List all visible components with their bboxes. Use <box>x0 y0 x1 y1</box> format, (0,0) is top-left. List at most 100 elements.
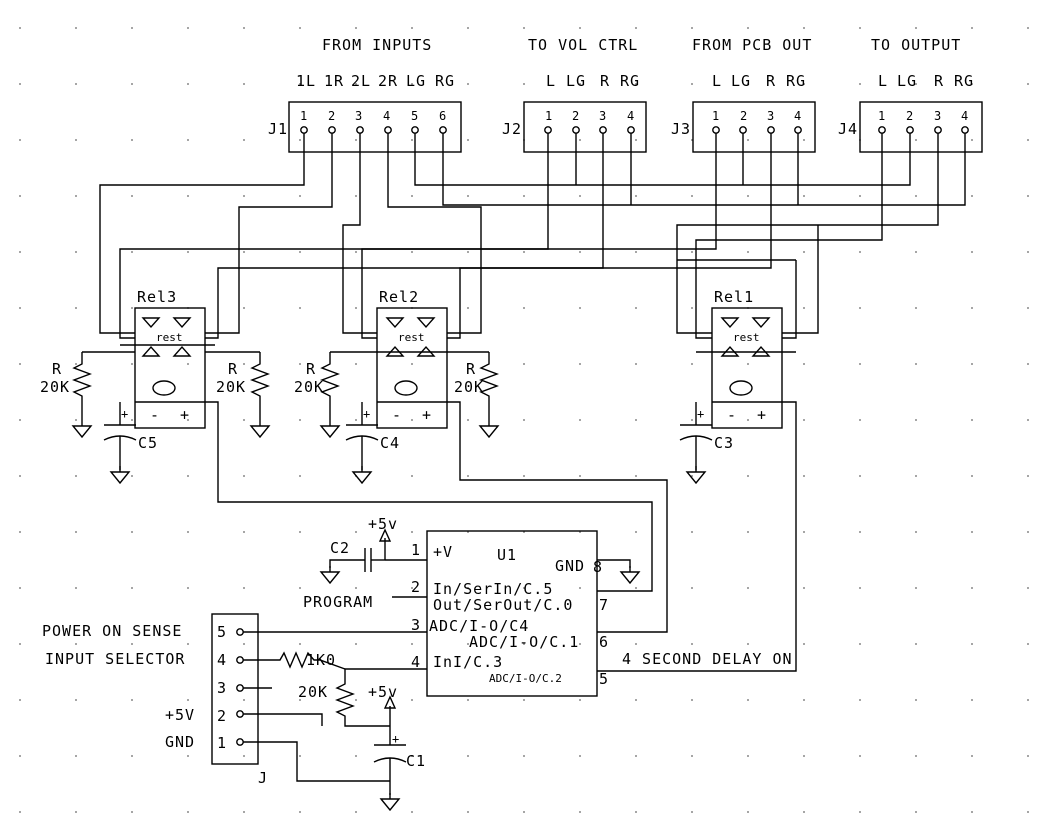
svg-text:2: 2 <box>411 578 421 596</box>
svg-text:5: 5 <box>599 670 609 688</box>
svg-text:4: 4 <box>383 109 390 123</box>
capacitor-c5: + C5 <box>103 402 158 484</box>
header-from-inputs: FROM INPUTS <box>322 36 432 54</box>
j1-signal-3: 2L <box>351 72 371 90</box>
svg-text:Out/SerOut/C.0: Out/SerOut/C.0 <box>433 596 573 614</box>
svg-text:20K: 20K <box>216 378 246 396</box>
svg-text:C1: C1 <box>406 752 426 770</box>
header-to-output: TO OUTPUT <box>871 36 961 54</box>
j4-signal-4: RG <box>954 72 974 90</box>
svg-text:-: - <box>727 406 737 424</box>
svg-text:In/SerIn/C.5: In/SerIn/C.5 <box>433 580 553 598</box>
svg-text:+: + <box>697 407 704 421</box>
svg-text:3: 3 <box>934 109 941 123</box>
label-input-selector: INPUT SELECTOR <box>45 650 185 668</box>
svg-text:3: 3 <box>217 679 227 697</box>
connector-j1: J1 1 2 3 4 5 6 <box>268 101 462 153</box>
svg-text:1: 1 <box>300 109 307 123</box>
svg-text:+5v: +5v <box>368 515 398 533</box>
wires-ic: +5v C2 PROGRAM 20K 1K0 +5v + C1 <box>242 515 640 811</box>
resistor-r-mid-a: R 20K <box>294 352 340 438</box>
svg-text:3: 3 <box>355 109 362 123</box>
svg-text:1: 1 <box>712 109 719 123</box>
connector-j4: J4 1 2 3 4 <box>838 101 983 153</box>
label-power-on-sense: POWER ON SENSE <box>42 622 182 640</box>
label-second-delay: 4 SECOND DELAY ON <box>622 650 793 668</box>
label-gnd: GND <box>165 733 195 751</box>
svg-text:2: 2 <box>328 109 335 123</box>
svg-text:20K: 20K <box>40 378 70 396</box>
resistor-r-left-b: R 20K <box>205 351 270 438</box>
svg-text:20K: 20K <box>294 378 324 396</box>
svg-text:C3: C3 <box>714 434 734 452</box>
j1-signal-6: RG <box>435 72 455 90</box>
svg-text:InI/C.3: InI/C.3 <box>433 653 503 671</box>
svg-text:4: 4 <box>627 109 634 123</box>
relay-rel1: Rel1 rest - + <box>696 288 796 429</box>
svg-text:+V: +V <box>433 543 453 561</box>
j2-signal-4: RG <box>620 72 640 90</box>
j2-signal-1: L <box>546 72 556 90</box>
svg-text:+: + <box>422 406 432 424</box>
svg-text:GND: GND <box>555 557 585 575</box>
svg-text:1: 1 <box>411 541 421 559</box>
svg-text:rest: rest <box>398 331 425 344</box>
svg-text:2: 2 <box>740 109 747 123</box>
svg-text:ADC/I-O/C.1: ADC/I-O/C.1 <box>469 633 579 651</box>
svg-text:C2: C2 <box>330 539 350 557</box>
svg-text:C5: C5 <box>138 434 158 452</box>
svg-text:6: 6 <box>439 109 446 123</box>
svg-text:R: R <box>52 360 62 378</box>
svg-text:J1: J1 <box>268 120 288 138</box>
relay-rel2: Rel2 rest - + <box>330 288 489 429</box>
svg-text:7: 7 <box>599 596 609 614</box>
svg-text:+: + <box>121 407 128 421</box>
svg-text:4: 4 <box>411 653 421 671</box>
svg-text:5: 5 <box>217 623 227 641</box>
svg-text:+: + <box>363 407 370 421</box>
svg-text:+: + <box>180 406 190 424</box>
svg-text:3: 3 <box>767 109 774 123</box>
svg-text:2: 2 <box>906 109 913 123</box>
svg-text:R: R <box>228 360 238 378</box>
svg-text:2: 2 <box>572 109 579 123</box>
svg-text:rest: rest <box>156 331 183 344</box>
j1-signal-4: 2R <box>378 72 398 90</box>
j2-signal-3: R <box>600 72 610 90</box>
grid-dots <box>19 27 1029 813</box>
svg-text:4: 4 <box>794 109 801 123</box>
j3-signal-2: LG <box>731 72 751 90</box>
wires-coil <box>205 401 797 672</box>
svg-text:J2: J2 <box>502 120 522 138</box>
svg-text:Rel2: Rel2 <box>379 288 419 306</box>
svg-text:J3: J3 <box>671 120 691 138</box>
svg-text:J: J <box>258 769 268 787</box>
j4-signal-1: L <box>878 72 888 90</box>
resistor-r-mid-b: R 20K <box>454 352 499 438</box>
label-plus5v: +5V <box>165 706 195 724</box>
svg-text:1: 1 <box>545 109 552 123</box>
svg-text:PROGRAM: PROGRAM <box>303 593 373 611</box>
svg-text:Rel3: Rel3 <box>137 288 177 306</box>
connector-j: 5 4 3 2 1 J <box>211 613 272 787</box>
svg-text:3: 3 <box>411 616 421 634</box>
svg-text:R: R <box>306 360 316 378</box>
header-from-pcb-out: FROM PCB OUT <box>692 36 812 54</box>
j1-signal-2: 1R <box>324 72 344 90</box>
svg-text:+: + <box>392 732 399 746</box>
svg-text:20K: 20K <box>454 378 484 396</box>
ic-u1: U1 +V In/SerIn/C.5 Out/SerOut/C.0 ADC/I-… <box>411 530 609 697</box>
svg-text:+5v: +5v <box>368 683 398 701</box>
svg-text:J4: J4 <box>838 120 858 138</box>
j3-signal-3: R <box>766 72 776 90</box>
connector-j3: J3 1 2 3 4 <box>671 101 816 153</box>
j4-signal-3: R <box>934 72 944 90</box>
capacitor-c3: + C3 <box>679 402 734 484</box>
svg-text:1: 1 <box>217 734 227 752</box>
svg-text:ADC/I-O/C4: ADC/I-O/C4 <box>429 617 529 635</box>
relay-rel3: Rel3 rest - + <box>120 288 215 429</box>
svg-text:2: 2 <box>217 707 227 725</box>
svg-text:4: 4 <box>217 651 227 669</box>
svg-text:-: - <box>150 406 160 424</box>
